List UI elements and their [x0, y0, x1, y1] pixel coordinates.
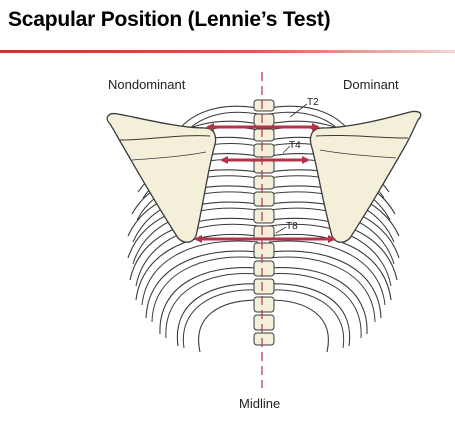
right-scapula-spine — [315, 134, 409, 139]
midline-label: Midline — [239, 396, 280, 411]
left-scapula — [106, 112, 217, 243]
left-scapula-ridge — [131, 151, 207, 161]
slide-title: Scapular Position (Lennie’s Test) — [8, 8, 331, 31]
t2-label: T2 — [307, 97, 319, 108]
t8-label: T8 — [286, 221, 298, 232]
right-scapula — [309, 110, 422, 243]
dominant-label: Dominant — [343, 77, 399, 92]
left-scapula-spine — [119, 135, 211, 141]
title-rule — [0, 50, 455, 53]
right-scapula-ridge — [319, 149, 397, 159]
nondominant-label: Nondominant — [108, 77, 186, 92]
t8-leader — [275, 226, 287, 234]
t2-leader — [289, 103, 308, 118]
t4-label: T4 — [289, 140, 301, 151]
vertebral-column — [253, 99, 275, 346]
t4-leader — [282, 145, 291, 154]
